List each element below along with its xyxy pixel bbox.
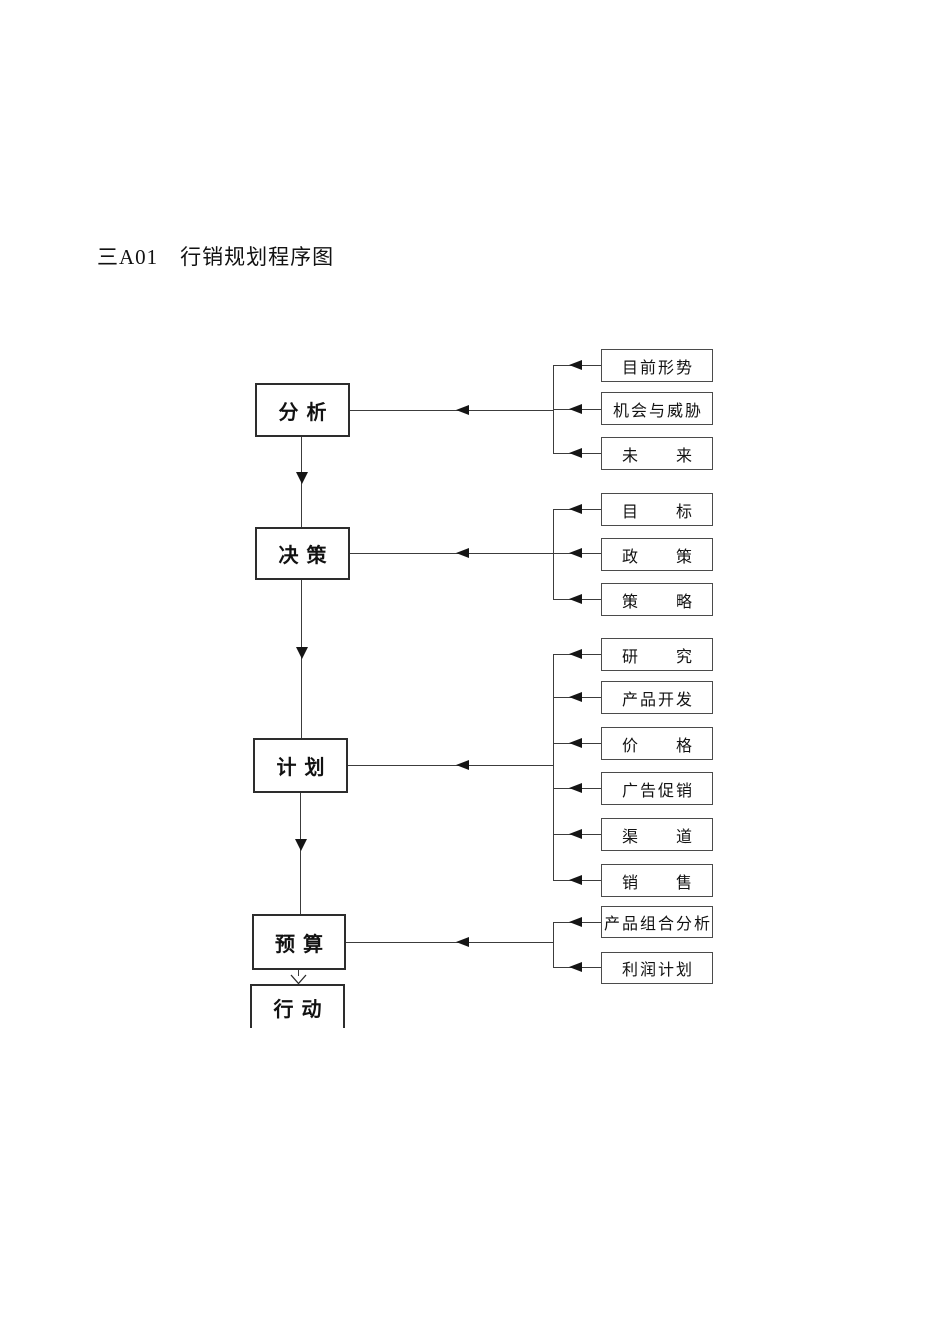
- item-node-sales: 销 售: [601, 864, 713, 897]
- flow-connector-budget-action: [298, 970, 299, 976]
- item-node-opportunities-threats: 机会与威胁: [601, 392, 713, 425]
- arrowhead-open-down-icon: [290, 974, 307, 985]
- arrowhead-left-icon: [569, 548, 582, 558]
- arrowhead-left-icon: [569, 962, 582, 972]
- item-node-research: 研 究: [601, 638, 713, 671]
- arrowhead-left-icon: [569, 404, 582, 414]
- page-title: 三A01 行销规划程序图: [97, 245, 335, 269]
- arrowhead-left-icon: [569, 738, 582, 748]
- item-node-advertising-promotion: 广告促销: [601, 772, 713, 805]
- arrowhead-left-icon: [569, 783, 582, 793]
- group3-vertical-connector: [553, 654, 554, 880]
- flow-node-plan: 计划: [253, 738, 348, 793]
- arrowhead-left-icon: [569, 649, 582, 659]
- arrowhead-down-icon: [296, 472, 308, 484]
- item-node-policy: 政 策: [601, 538, 713, 571]
- flow-connector-plan-budget: [300, 793, 301, 914]
- arrowhead-down-icon: [296, 647, 308, 659]
- item-node-future: 未 来: [601, 437, 713, 470]
- arrowhead-left-icon: [456, 937, 469, 947]
- arrowhead-left-icon: [569, 504, 582, 514]
- item-node-objective: 目 标: [601, 493, 713, 526]
- arrowhead-left-icon: [569, 360, 582, 370]
- group4-vertical-connector: [553, 922, 554, 967]
- group2-main-line: [350, 553, 553, 554]
- item-node-current-situation: 目前形势: [601, 349, 713, 382]
- group2-vertical-connector: [553, 509, 554, 600]
- item-node-product-development: 产品开发: [601, 681, 713, 714]
- arrowhead-left-icon: [569, 448, 582, 458]
- flow-node-action: 行动: [250, 984, 345, 1028]
- arrowhead-left-icon: [456, 548, 469, 558]
- flow-node-decision: 决策: [255, 527, 350, 580]
- arrowhead-left-icon: [569, 829, 582, 839]
- group1-main-line: [350, 410, 553, 411]
- arrowhead-left-icon: [569, 875, 582, 885]
- flow-node-budget: 预算: [252, 914, 346, 970]
- arrowhead-left-icon: [569, 594, 582, 604]
- item-node-profit-plan: 利润计划: [601, 952, 713, 984]
- item-node-strategy: 策 略: [601, 583, 713, 616]
- flow-connector-decision-plan: [301, 580, 302, 738]
- group3-main-line: [348, 765, 553, 766]
- flow-node-analysis: 分析: [255, 383, 350, 437]
- item-node-channel: 渠 道: [601, 818, 713, 851]
- arrowhead-down-icon: [295, 839, 307, 851]
- item-node-product-mix-analysis: 产品组合分析: [601, 906, 713, 938]
- arrowhead-left-icon: [569, 692, 582, 702]
- group4-main-line: [346, 942, 553, 943]
- item-node-price: 价 格: [601, 727, 713, 760]
- arrowhead-left-icon: [456, 760, 469, 770]
- arrowhead-left-icon: [569, 917, 582, 927]
- arrowhead-left-icon: [456, 405, 469, 415]
